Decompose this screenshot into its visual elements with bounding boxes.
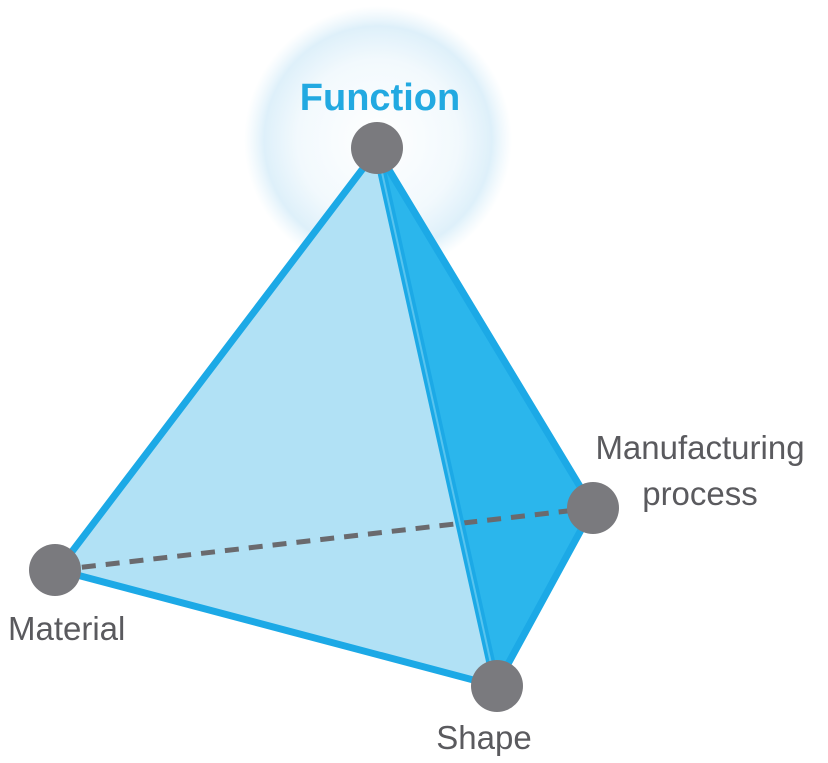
- label-function: Function: [300, 77, 460, 119]
- front-face: [58, 150, 496, 686]
- node-manufacturing: [567, 482, 619, 534]
- label-material: Material: [8, 610, 125, 647]
- edge-apex-shape-highlight: [376, 149, 497, 687]
- label-manufacturing-line1: Manufacturing: [595, 429, 804, 466]
- edge-material-shape: [54, 566, 500, 690]
- hidden-edge: [57, 505, 594, 573]
- side-face: [377, 150, 593, 686]
- label-shape: Shape: [436, 719, 531, 756]
- edge-apex-material: [54, 146, 381, 574]
- label-manufacturing-line2: process: [642, 475, 758, 512]
- node-function: [351, 122, 403, 174]
- node-material: [29, 544, 81, 596]
- edge-shape-manufacturing: [492, 504, 597, 690]
- node-shape: [471, 660, 523, 712]
- edge-apex-manufacturing: [373, 146, 597, 512]
